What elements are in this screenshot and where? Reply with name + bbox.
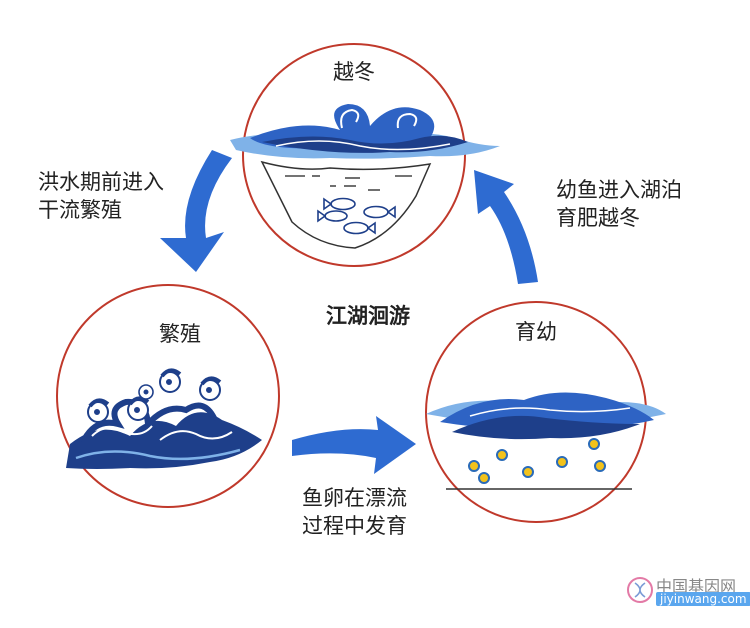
watermark-name: 中国基因网 <box>656 577 737 596</box>
transition-line: 鱼卵在漂流 <box>302 486 407 510</box>
arrow-right-to-top <box>474 170 538 284</box>
egg <box>594 460 606 472</box>
stage-title-spawning: 繁殖 <box>159 322 201 346</box>
egg <box>522 466 534 478</box>
arrow-top-to-left <box>160 150 232 272</box>
transition-line: 过程中发育 <box>302 514 407 539</box>
egg <box>496 449 508 461</box>
cycle-center-title: 江湖洄游 <box>326 304 410 328</box>
egg <box>556 456 568 468</box>
dna-logo-icon <box>627 577 653 603</box>
transition-label-top-to-left: 洪水期前进入 干流繁殖 <box>38 168 164 225</box>
transition-line: 洪水期前进入 <box>38 170 164 194</box>
watermark-url: jiyinwang.com <box>656 592 750 606</box>
transition-label-left-to-right: 鱼卵在漂流 过程中发育 <box>302 484 407 541</box>
watermark: 中国基因网 jiyinwang.com <box>626 573 750 607</box>
transition-line: 育肥越冬 <box>556 206 640 231</box>
egg <box>588 438 600 450</box>
stage-circle-left <box>56 284 280 508</box>
spawning-waves-icon <box>66 368 262 469</box>
egg <box>478 472 490 484</box>
transition-line: 干流繁殖 <box>38 198 122 223</box>
stage-title-overwintering: 越冬 <box>333 60 375 84</box>
overwintering-lake-icon <box>230 104 500 249</box>
transition-line: 幼鱼进入湖泊 <box>556 178 682 202</box>
egg <box>468 460 480 472</box>
transition-label-right-to-top: 幼鱼进入湖泊 育肥越冬 <box>556 176 682 233</box>
stage-circle-top <box>242 43 466 267</box>
nursery-water-icon <box>426 392 666 490</box>
stage-title-nursery: 育幼 <box>515 320 557 344</box>
arrow-left-to-right <box>292 416 416 474</box>
